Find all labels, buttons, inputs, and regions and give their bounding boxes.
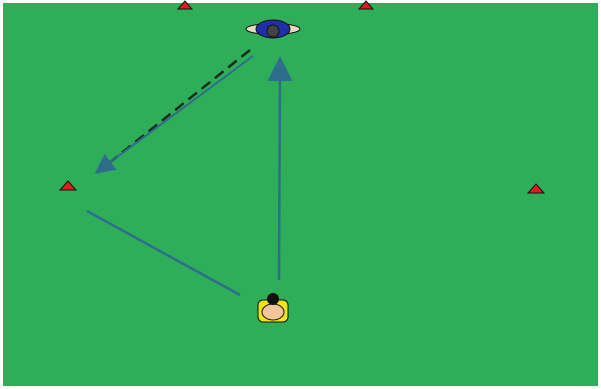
run-arrow-up [279,66,280,280]
grass-field [3,3,598,386]
player-head-icon [267,293,279,305]
player-head-icon [267,25,279,37]
